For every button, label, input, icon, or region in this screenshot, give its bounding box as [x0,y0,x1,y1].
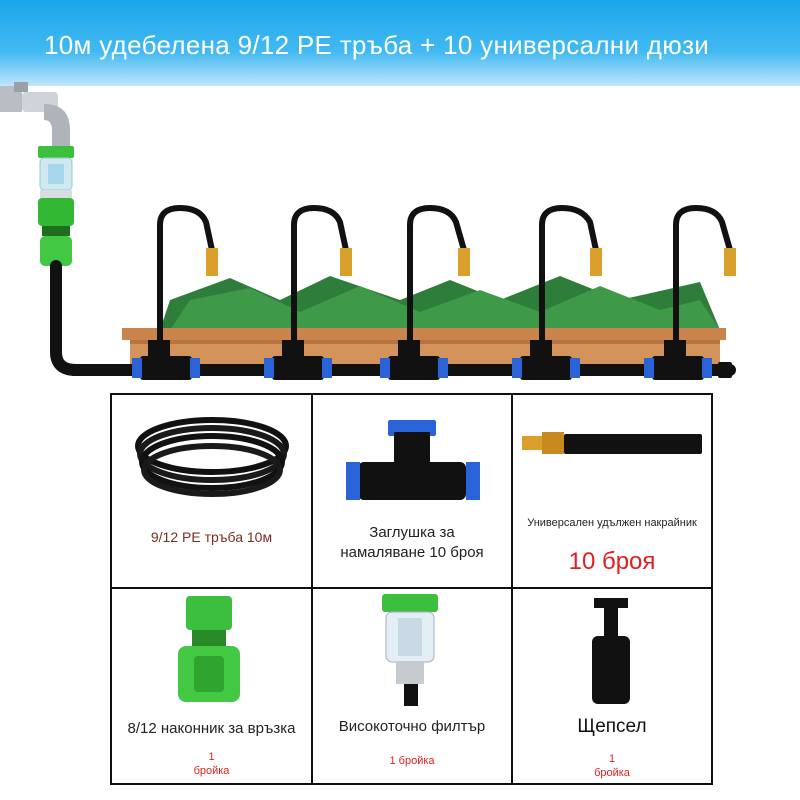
riser-3 [380,204,470,380]
inline-filter-icon [38,146,74,198]
plug-icon [592,598,630,704]
riser-4 [512,204,602,380]
banner-title: 10м удебелена 9/12 PE тръба + 10 универс… [44,30,710,60]
riser-2 [264,204,352,380]
item-3-qty: 10 броя [568,548,656,575]
faucet-icon [0,82,70,150]
header-banner: 10м удебелена 9/12 PE тръба + 10 универс… [0,0,800,86]
risers [132,204,736,380]
coiled-hose-icon [135,417,289,497]
riser-1 [132,204,218,380]
item-4-name: 8/12 наконник за връзка [127,720,296,737]
item-2-name-line1: Заглушка за [369,524,455,541]
item-4-qty-line1: 1 [208,751,215,763]
riser-5 [644,204,736,380]
tee-fitting-icon [346,420,480,500]
item-5-name: Високоточно филтър [338,718,486,735]
item-1-name: 9/12 PE тръба 10м [150,529,273,545]
water-filter-icon [382,594,438,706]
quick-connector-product-icon [178,596,240,702]
item-6-qty-line2: бройка [594,767,630,779]
item-3-name: Универсален удължен накрайник [527,517,697,529]
planter-box [122,276,726,370]
item-4-qty-line2: бройка [193,765,230,777]
quick-connector-icon [38,198,74,266]
item-5-qty: 1 бройка [389,755,435,767]
item-6-qty-line1: 1 [608,753,616,765]
hero-illustration [0,82,736,380]
item-2-name-line2: намаляване 10 броя [340,544,484,561]
extended-nozzle-icon [522,432,702,454]
item-6-name: Щепсел [577,716,647,737]
end-plug-icon [718,362,732,378]
